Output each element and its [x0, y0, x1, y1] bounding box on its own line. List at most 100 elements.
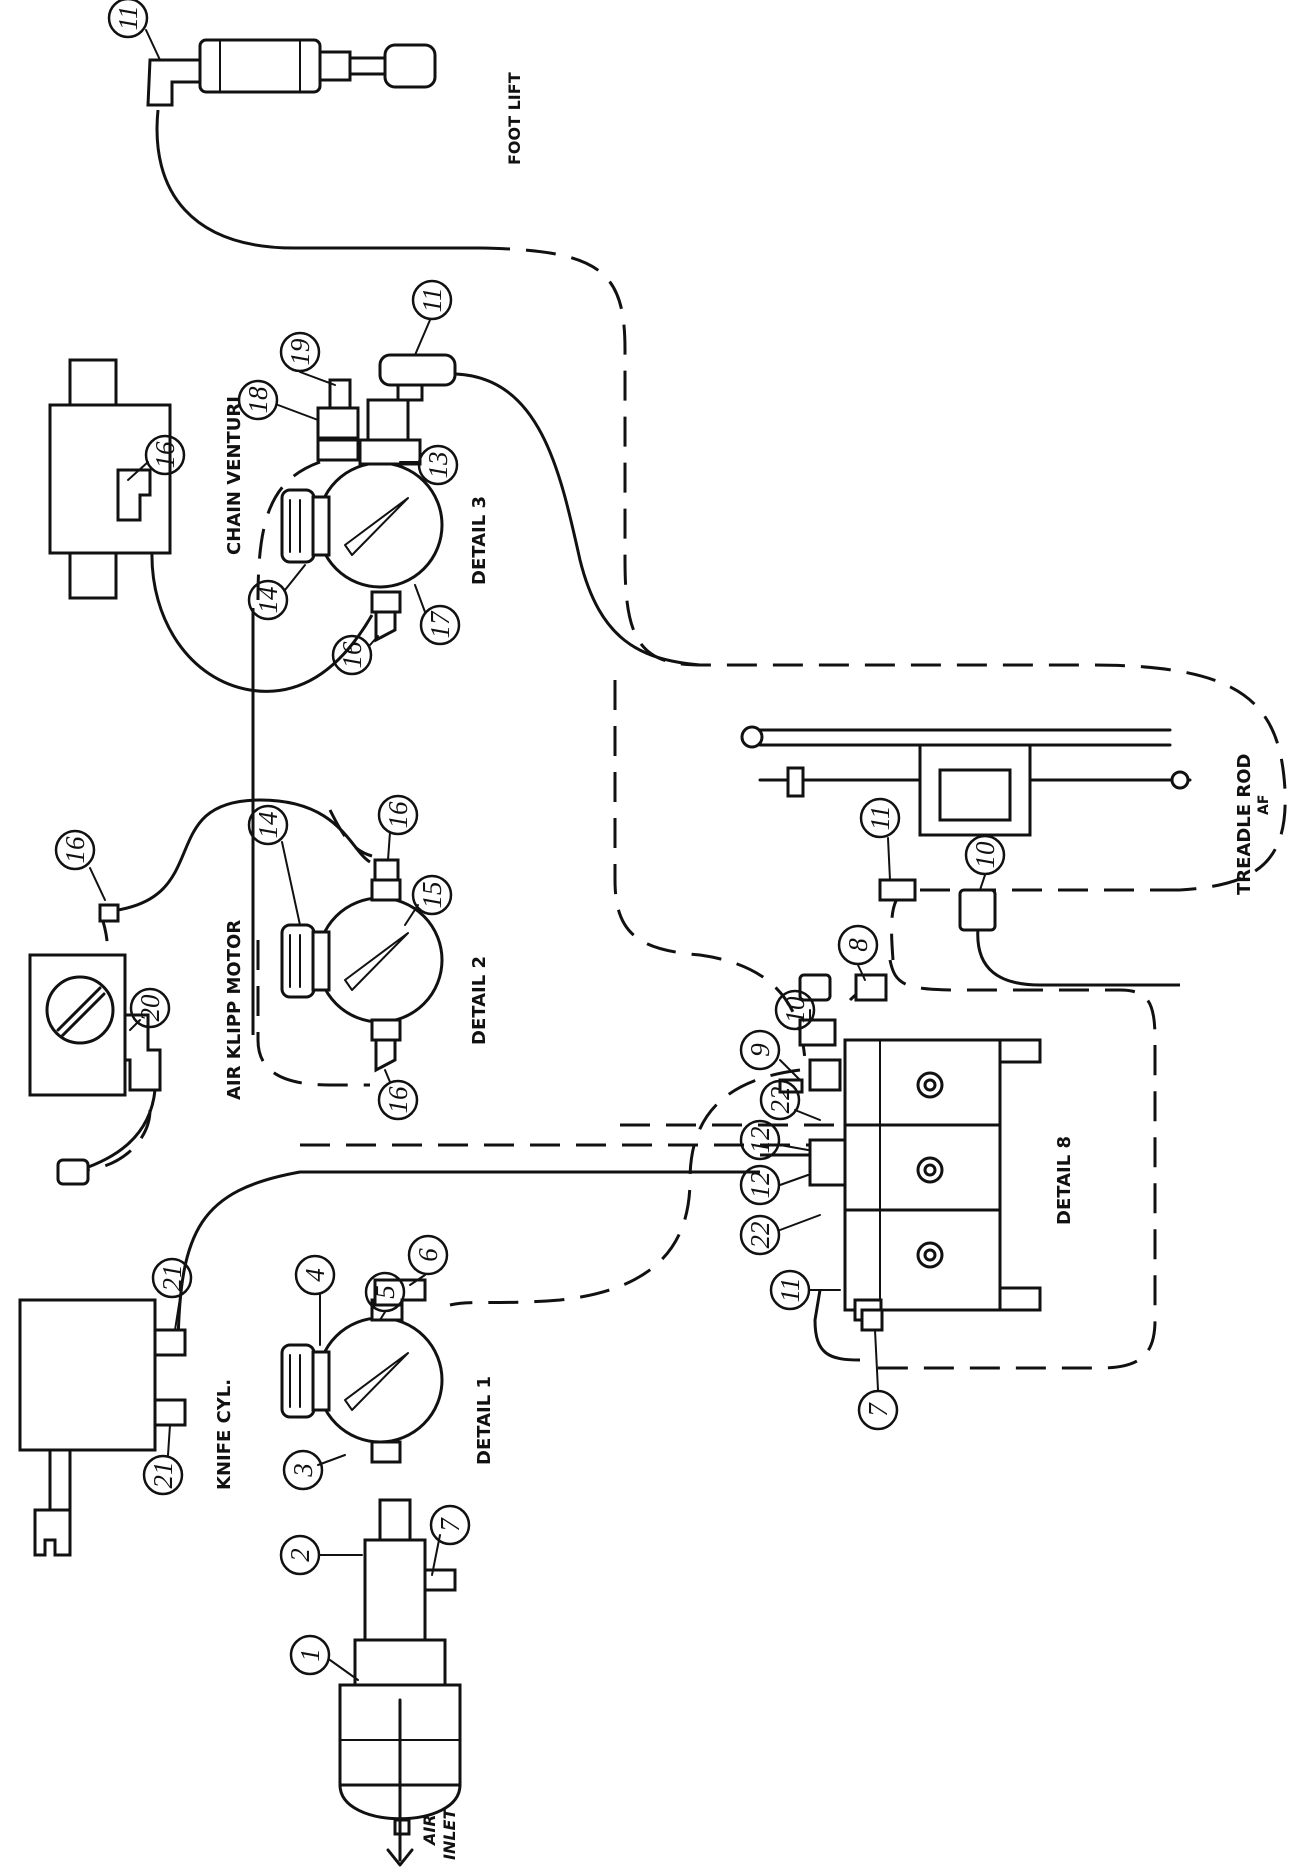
callout-c-d3-16: 16 [331, 634, 379, 676]
label-detail-3: DETAIL 3 [469, 496, 490, 585]
callout-leader [779, 1144, 809, 1151]
label-chain-venturi: CHAIN VENTURI [224, 396, 245, 555]
callout-c-d8-22a: 22 [759, 1079, 821, 1121]
callout-c-d1-1: 1 [289, 1634, 359, 1681]
label-knife-cyl: KNIFE CYL. [214, 1379, 235, 1490]
callout-circle [377, 794, 419, 836]
callout-number: 14 [253, 587, 283, 614]
callout-leader [404, 904, 419, 926]
callout-leader [779, 1174, 809, 1186]
callout-c-d1-5: 5 [364, 1271, 406, 1321]
callout-circle [331, 634, 373, 676]
callout-c-d8-8: 8 [837, 924, 879, 981]
callout-circle [411, 279, 453, 321]
callout-number: 16 [383, 801, 413, 829]
callout-number: 11 [865, 806, 895, 831]
callout-c-d1-21b: 21 [142, 1424, 184, 1496]
callout-number: 18 [243, 386, 273, 414]
callout-leader [779, 1214, 821, 1231]
callout-leader [369, 635, 379, 646]
callout-leader [857, 964, 866, 981]
callout-circle [279, 331, 321, 373]
callout-leader [887, 837, 891, 881]
callout-leader [414, 584, 426, 613]
callout-number: 5 [370, 1285, 400, 1299]
filter-and-tee [338, 1498, 462, 1867]
regulator-detail-2 [280, 858, 444, 1073]
callout-circle [417, 444, 459, 486]
callout-c-treadle-10: 10 [964, 834, 1006, 891]
callout-circle [857, 1389, 899, 1431]
callout-number: 11 [417, 288, 447, 313]
callout-leader [409, 1274, 426, 1286]
regulator-detail-3 [280, 353, 457, 643]
callout-c-d8-10: 10 [774, 989, 816, 1031]
callout-circle [377, 1079, 419, 1121]
callout-number: 16 [383, 1086, 413, 1114]
callout-c-d3-19: 19 [279, 331, 336, 386]
callout-circle [151, 1257, 193, 1299]
callout-c-d2-16b: 16 [377, 1069, 419, 1121]
label-foot-lift: FOOT LIFT [505, 72, 524, 165]
callout-number: 22 [745, 1222, 775, 1249]
callout-circle [142, 1454, 184, 1496]
callout-leader [174, 1297, 181, 1331]
callout-circle [144, 434, 186, 476]
callout-circle [407, 1234, 449, 1276]
callout-circle [279, 1534, 321, 1576]
callout-c-foot-11: 11 [107, 0, 161, 61]
callout-leader [387, 831, 391, 861]
label-treadle-rod: TREADLE ROD [1234, 754, 1255, 895]
callout-number: 14 [253, 812, 283, 839]
dash-detail3-loop [256, 460, 321, 601]
dash-treadle [890, 888, 1180, 961]
callout-leader [281, 841, 301, 926]
callout-c-treadle-11: 11 [859, 797, 901, 881]
callout-c-d1-7: 7 [429, 1504, 471, 1576]
hose-venturi [150, 549, 374, 693]
callout-leader [167, 1424, 171, 1456]
callout-leader [89, 867, 106, 901]
callout-leader [127, 461, 149, 481]
callout-c-d3-13: 13 [399, 444, 459, 486]
callout-number: 7 [863, 1402, 893, 1417]
callout-leader [284, 564, 306, 591]
callout-circle [759, 1079, 801, 1121]
callout-circle [739, 1164, 781, 1206]
dash-d2 [256, 940, 370, 1087]
callout-number: 22 [765, 1087, 795, 1114]
callout-number: 12 [745, 1127, 775, 1154]
callout-leader [145, 29, 161, 61]
callout-number: 11 [775, 1278, 805, 1303]
dash-d2-up [328, 809, 373, 858]
callout-circle [419, 604, 461, 646]
label-air-inlet-1: AIR [420, 1814, 439, 1847]
callout-number: 7 [435, 1517, 465, 1532]
callout-circle [859, 797, 901, 839]
callout-leader [317, 1454, 346, 1466]
label-air-klipp-motor: AIR KLIPP MOTOR [224, 920, 245, 1100]
callout-c-d8-11: 11 [769, 1269, 841, 1311]
callout-circle [107, 0, 149, 39]
regulator-detail-1 [280, 1278, 444, 1464]
callout-circle [289, 1634, 331, 1676]
callout-c-d2-15: 15 [404, 874, 453, 926]
hose-detail3-out [455, 372, 701, 667]
label-detail-8: DETAIL 8 [1054, 1136, 1075, 1225]
label-detail-2: DETAIL 2 [469, 956, 490, 1045]
callout-number: 1 [295, 1648, 325, 1662]
foot-lift-cylinder [146, 38, 437, 107]
callout-number: 16 [60, 836, 90, 864]
callout-c-d3-11: 11 [411, 279, 453, 356]
callout-circle [247, 804, 289, 846]
callout-number: 19 [285, 338, 315, 366]
callout-c-d3-17: 17 [414, 584, 461, 646]
callout-leader [794, 1109, 821, 1121]
callout-leader [874, 1329, 879, 1391]
callout-c-motor-16: 16 [54, 829, 106, 901]
callout-c-d2-14: 14 [247, 804, 301, 926]
callout-circle [739, 1214, 781, 1256]
callout-leader [329, 1659, 359, 1681]
callout-number: 13 [423, 452, 453, 479]
